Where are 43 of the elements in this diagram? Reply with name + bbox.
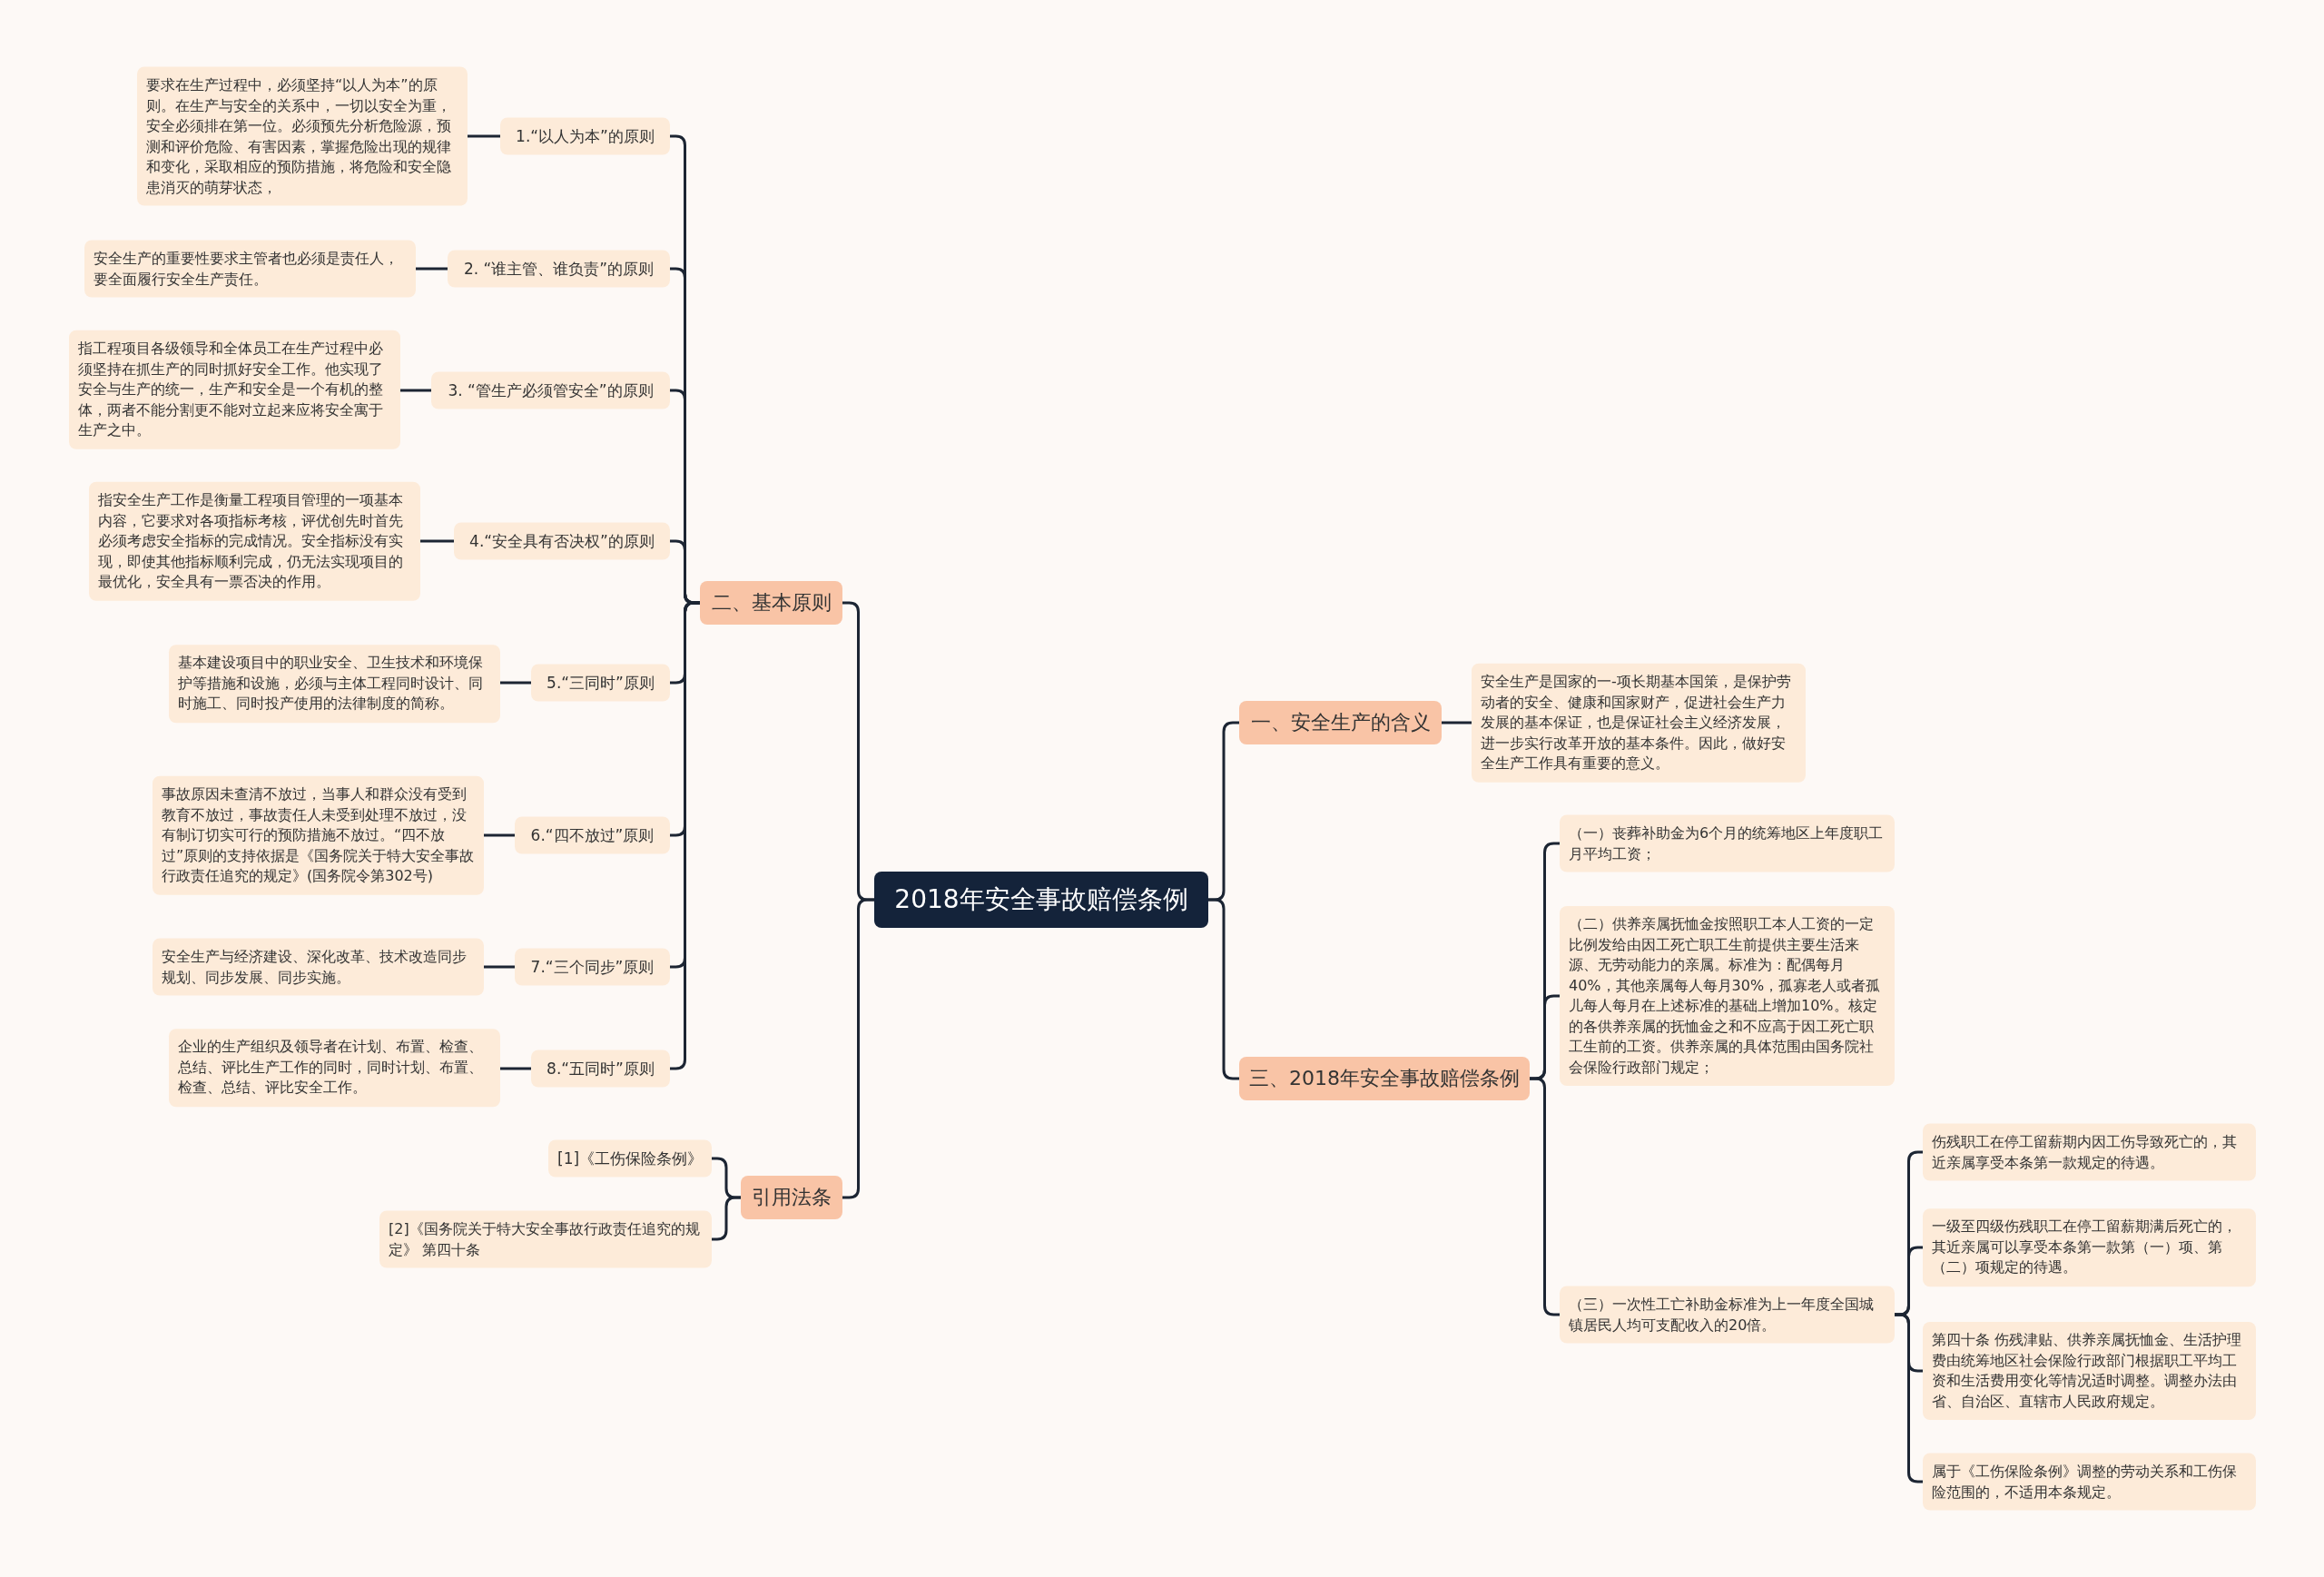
connector-line xyxy=(484,965,515,969)
note-box: 要求在生产过程中，必须坚持“以人为本”的原则。在生产与安全的关系中，一切以安全为重，安全必须排在第一位。必须预先分析危险源，预测和评价危险、有害因素，掌握危险出现的规律和变化，采取相应的预防措施，将危险和安全隐患消灭的萌芽状态， xyxy=(137,66,468,206)
topic-box: 7.“三个同步”原则 xyxy=(515,948,670,986)
topic-box: 2. “谁主管、谁负责”的原则 xyxy=(448,250,670,288)
connector-line xyxy=(842,898,874,1199)
connector-line xyxy=(484,833,515,837)
connector-line xyxy=(1442,721,1472,724)
note-box: 基本建设项目中的职业安全、卫生技术和环境保护等措施和设施，必须与主体工程同时设计、同时施工、同时投产使用的法律制度的简称。 xyxy=(169,645,500,723)
note-box: （二）供养亲属抚恤金按照职工本人工资的一定比例发给由因工死亡职工生前提供主要生活来源、无劳动能力的亲属。标准为：配偶每月40%，其他亲属每人每月30%，孤寡老人或者孤儿每人每月在上述标准的基础上增加10%。核定的各供养亲属的抚恤金之和不应高于因工死亡职工生前的工资。供养亲属的具体范围由国务院社会保险行政部门规定； xyxy=(1560,906,1895,1086)
connector-line xyxy=(500,1067,531,1070)
note-box: 企业的生产组织及领导者在计划、布置、检查、总结、评比生产工作的同时，同时计划、布置、检查、总结、评比安全工作。 xyxy=(169,1029,500,1107)
note-box: 指工程项目各级领导和全体员工在生产过程中必须坚持在抓生产的同时抓好安全工作。他实现了安全与生产的统一，生产和安全是一个有机的整体，两者不能分割更不能对立起来应将安全寓于生产之中。 xyxy=(69,330,400,449)
note-box: 安全生产与经济建设、深化改革、技术改造同步规划、同步发展、同步实施。 xyxy=(153,938,484,996)
note-box: 事故原因未查清不放过，当事人和群众没有受到教育不放过，事故责任人未受到处理不放过，没有制订切实可行的预防措施不放过。“四不放过”原则的支持依据是《国务院关于特大安全事故行政责任追究的规定》(国务院令第302号) xyxy=(153,775,484,895)
connector-line xyxy=(468,134,500,138)
topic-box: [1]《工伤保险条例》 xyxy=(548,1139,712,1178)
connector-line xyxy=(400,389,431,392)
topic-box: 3. “管生产必须管安全”的原则 xyxy=(431,371,670,409)
connector-line xyxy=(712,1196,741,1241)
branch-box: 二、基本原则 xyxy=(700,581,842,625)
note-box: 安全生产的重要性要求主管者也必须是责任人，要全面履行安全生产责任。 xyxy=(84,240,416,298)
note-box: （一）丧葬补助金为6个月的统筹地区上年度职工月平均工资； xyxy=(1560,814,1895,872)
note-box: [2]《国务院关于特大安全事故行政责任追究的规定》 第四十条 xyxy=(379,1210,712,1268)
connector-line xyxy=(500,681,531,685)
note-box: 一级至四级伤残职工在停工留薪期满后死亡的，其近亲属可以享受本条第一款第（一）项、第（二）项规定的待遇。 xyxy=(1923,1208,2256,1286)
note-box: 安全生产是国家的一-项长期基本国策，是保护劳动者的安全、健康和国家财产，促进社会生产力发展的基本保证，也是保证社会主义经济发展，进一步实行改革开放的基本条件。因此，做好安全生产工作具有重要的意义。 xyxy=(1472,663,1806,783)
note-box: 第四十条 伤残津贴、供养亲属抚恤金、生活护理费由统筹地区社会保险行政部门根据职工平均工资和生活费用变化等情况适时调整。调整办法由省、自治区、直辖市人民政府规定。 xyxy=(1923,1322,2256,1420)
topic-box: 1.“以人为本”的原则 xyxy=(500,117,670,155)
branch-box: 引用法条 xyxy=(741,1176,842,1219)
note-box: 伤残职工在停工留薪期内因工伤导致死亡的，其近亲属享受本条第一款规定的待遇。 xyxy=(1923,1123,2256,1181)
topic-box: 6.“四不放过”原则 xyxy=(515,816,670,854)
connector-line xyxy=(416,267,448,271)
topic-box: 4.“安全具有否决权”的原则 xyxy=(454,522,670,560)
connector-line xyxy=(420,539,454,543)
branch-box: 三、2018年安全事故赔偿条例 xyxy=(1239,1057,1530,1100)
connector-line xyxy=(1530,1077,1560,1316)
topic-box: 5.“三同时”原则 xyxy=(531,664,670,702)
note-box: （三）一次性工亡补助金标准为上一年度全国城镇居民人均可支配收入的20倍。 xyxy=(1560,1286,1895,1344)
topic-box: 8.“五同时”原则 xyxy=(531,1050,670,1088)
central-topic-box: 2018年安全事故赔偿条例 xyxy=(874,872,1208,928)
note-box: 属于《工伤保险条例》调整的劳动关系和工伤保险范围的，不适用本条规定。 xyxy=(1923,1453,2256,1511)
branch-box: 一、安全生产的含义 xyxy=(1239,701,1442,744)
note-box: 指安全生产工作是衡量工程项目管理的一项基本内容，它要求对各项指标考核，评优创先时首先必须考虑安全指标的完成情况。安全指标没有实现，即使其他指标顺利完成，仍无法实现项目的最优化，安全具有一票否决的作用。 xyxy=(89,481,420,601)
